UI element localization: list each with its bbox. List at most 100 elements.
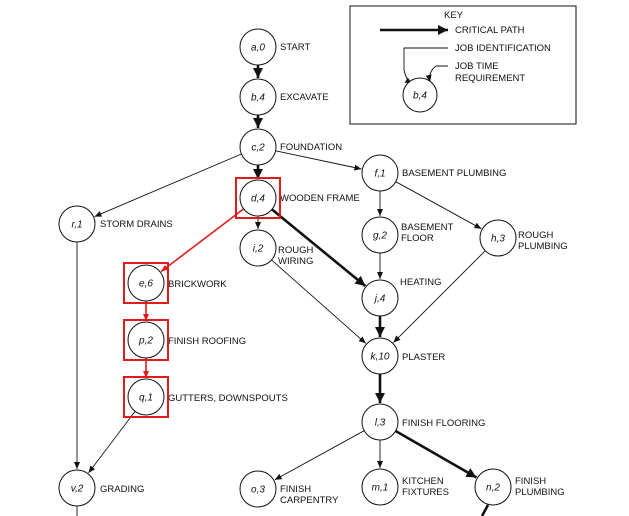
legend-critical-path-label: CRITICAL PATH xyxy=(455,25,525,36)
job-node-b: b,4 EXCAVATE xyxy=(239,78,329,116)
job-node-v-label: GRADING xyxy=(100,484,144,495)
job-node-q: q,1 GUTTERS, DOWNSPOUTS xyxy=(127,378,288,416)
job-node-j-id-time: j,4 xyxy=(373,294,386,305)
job-node-j-label: HEATING xyxy=(400,277,442,288)
job-node-o-label-line2: CARPENTRY xyxy=(280,495,339,506)
job-node-v: v,2 GRADING xyxy=(58,469,144,507)
highlight-layer xyxy=(123,177,281,418)
edge-d-to-j-critical xyxy=(271,208,367,288)
job-node-e: e,6 BRICKWORK xyxy=(127,264,227,302)
job-node-m-label-line2: FIXTURES xyxy=(402,487,449,498)
job-node-l-circle xyxy=(361,403,399,441)
job-node-v-id-time: v,2 xyxy=(71,484,84,495)
job-node-o-circle xyxy=(239,470,277,508)
job-node-m-label-line1: KITCHEN xyxy=(402,476,444,487)
legend-job-identification-label: JOB IDENTIFICATION xyxy=(455,43,551,54)
job-node-l-label: FINISH FLOORING xyxy=(402,418,485,429)
job-node-b-id-time: b,4 xyxy=(251,93,265,104)
job-node-f-id-time: f,1 xyxy=(374,169,385,180)
highlight-box-q xyxy=(123,376,169,418)
edges-layer xyxy=(74,65,490,516)
job-node-k-label: PLASTER xyxy=(402,352,445,363)
legend-title: KEY xyxy=(444,10,464,21)
legend: KEY CRITICAL PATH JOB IDENTIFICATION JOB… xyxy=(349,5,577,125)
legend-job-time-label: JOB TIME REQUIREMENT xyxy=(455,61,525,84)
job-node-c-id-time: c,2 xyxy=(251,143,265,154)
job-node-r: r,1 STORM DRAINS xyxy=(58,205,173,243)
job-node-p: p,2 FINISH ROOFING xyxy=(127,321,246,359)
highlight-box-e xyxy=(123,262,169,304)
job-node-m-id-time: m,1 xyxy=(372,483,389,494)
job-node-c-circle xyxy=(239,128,277,166)
edge-l-to-o xyxy=(274,430,365,481)
job-node-p-circle xyxy=(127,321,165,359)
job-node-c: c,2 FOUNDATION xyxy=(239,128,342,166)
job-node-l-id-time: l,3 xyxy=(375,418,386,429)
job-node-e-id-time: e,6 xyxy=(139,279,153,290)
job-node-a-circle xyxy=(239,28,277,66)
edge-f-to-h xyxy=(395,181,482,230)
job-node-g-circle xyxy=(361,216,399,254)
highlight-box-d xyxy=(235,177,281,219)
job-node-n-circle xyxy=(474,468,512,506)
job-node-h-id-time: h,3 xyxy=(491,234,505,245)
job-node-i-label-line1: ROUGH xyxy=(278,245,314,256)
edge-c-to-r xyxy=(94,153,242,218)
job-node-r-label: STORM DRAINS xyxy=(100,219,173,230)
job-node-a-id-time: a,0 xyxy=(251,43,265,54)
edge-h-to-k xyxy=(393,250,486,343)
job-node-k: k,10 PLASTER xyxy=(361,337,445,375)
job-node-r-id-time: r,1 xyxy=(71,220,82,231)
legend-job-time-line1: JOB TIME xyxy=(455,61,499,72)
highlight-box-p xyxy=(123,319,169,361)
edge-q-to-v xyxy=(88,411,136,474)
job-node-c-label: FOUNDATION xyxy=(280,142,342,153)
job-node-d-id-time: d,4 xyxy=(251,194,265,205)
job-node-l: l,3 FINISH FLOORING xyxy=(361,403,485,441)
job-node-b-circle xyxy=(239,78,277,116)
job-node-k-id-time: k,10 xyxy=(371,352,390,363)
edge-n-continuation-critical xyxy=(480,504,490,516)
job-node-n-label-line2: PLUMBING xyxy=(515,487,565,498)
job-node-f-circle xyxy=(361,154,399,192)
job-node-f-label: BASEMENT PLUMBING xyxy=(402,168,506,179)
job-node-i-label-line2: WIRING xyxy=(278,256,313,267)
job-node-n-label-line1: FINISH xyxy=(515,476,546,487)
job-node-f: f,1 BASEMENT PLUMBING xyxy=(361,154,506,192)
job-node-e-label: BRICKWORK xyxy=(168,279,227,290)
edge-c-to-f xyxy=(275,150,362,171)
edge-d-to-e xyxy=(160,208,245,273)
job-node-p-label: FINISH ROOFING xyxy=(168,336,246,347)
job-node-h-label-line1: ROUGH xyxy=(518,230,554,241)
job-node-a-label: START xyxy=(280,42,310,53)
job-node-q-label: GUTTERS, DOWNSPOUTS xyxy=(168,393,288,404)
legend-sample-node-text: b,4 xyxy=(413,91,427,102)
job-time-pointer-icon xyxy=(425,65,448,83)
job-node-d-circle xyxy=(239,179,277,217)
legend-job-time-line2: REQUIREMENT xyxy=(455,73,525,84)
job-node-o-id-time: o,3 xyxy=(251,485,265,496)
job-node-g-id-time: g,2 xyxy=(373,231,387,242)
job-node-n-id-time: n,2 xyxy=(486,483,500,494)
legend-box xyxy=(349,5,577,125)
job-node-a: a,0 START xyxy=(239,28,310,66)
job-node-b-label: EXCAVATE xyxy=(280,92,329,103)
job-node-m-circle xyxy=(361,468,399,506)
job-node-v-circle xyxy=(58,469,96,507)
job-node-p-id-time: p,2 xyxy=(138,336,153,347)
job-node-k-circle xyxy=(361,337,399,375)
job-node-o-label-line1: FINISH xyxy=(280,484,311,495)
edge-l-to-n-critical xyxy=(394,429,478,479)
job-node-j: j,4 HEATING xyxy=(361,277,442,317)
job-node-q-id-time: q,1 xyxy=(139,393,153,404)
legend-sample-node xyxy=(402,77,438,113)
job-node-g-label-line1: BASEMENT xyxy=(401,222,453,233)
